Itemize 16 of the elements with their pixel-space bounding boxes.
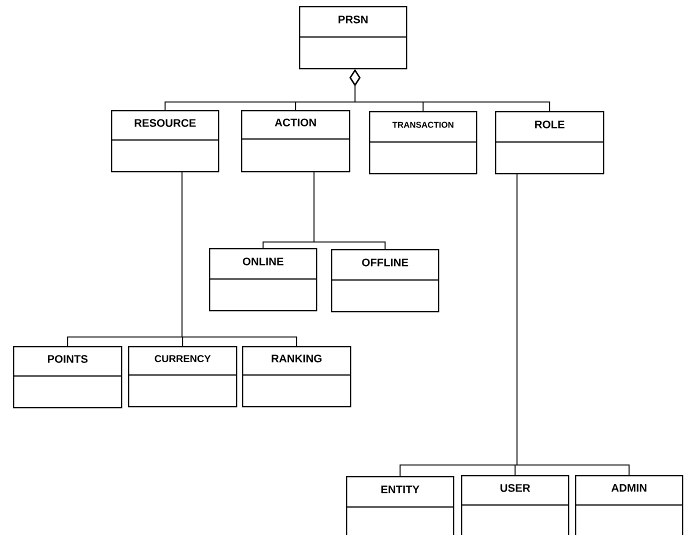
connector [516,174,630,476]
class-box: USER [461,475,570,535]
class-box: CURRENCY [128,346,238,408]
connector [314,172,386,250]
class-box: ROLE [495,111,604,174]
class-box: OFFLINE [331,249,440,312]
connector [182,172,298,346]
class-box: ADMIN [575,475,684,535]
class-box: RESOURCE [111,110,220,172]
class-box: ENTITY [346,476,454,535]
class-box: POINTS [13,346,122,408]
class-box: ONLINE [209,248,318,312]
class-box: PRSN [299,6,408,70]
class-box: RANKING [242,346,352,408]
class-box: ACTION [241,110,350,172]
class-box: TRANSACTION [369,111,478,174]
